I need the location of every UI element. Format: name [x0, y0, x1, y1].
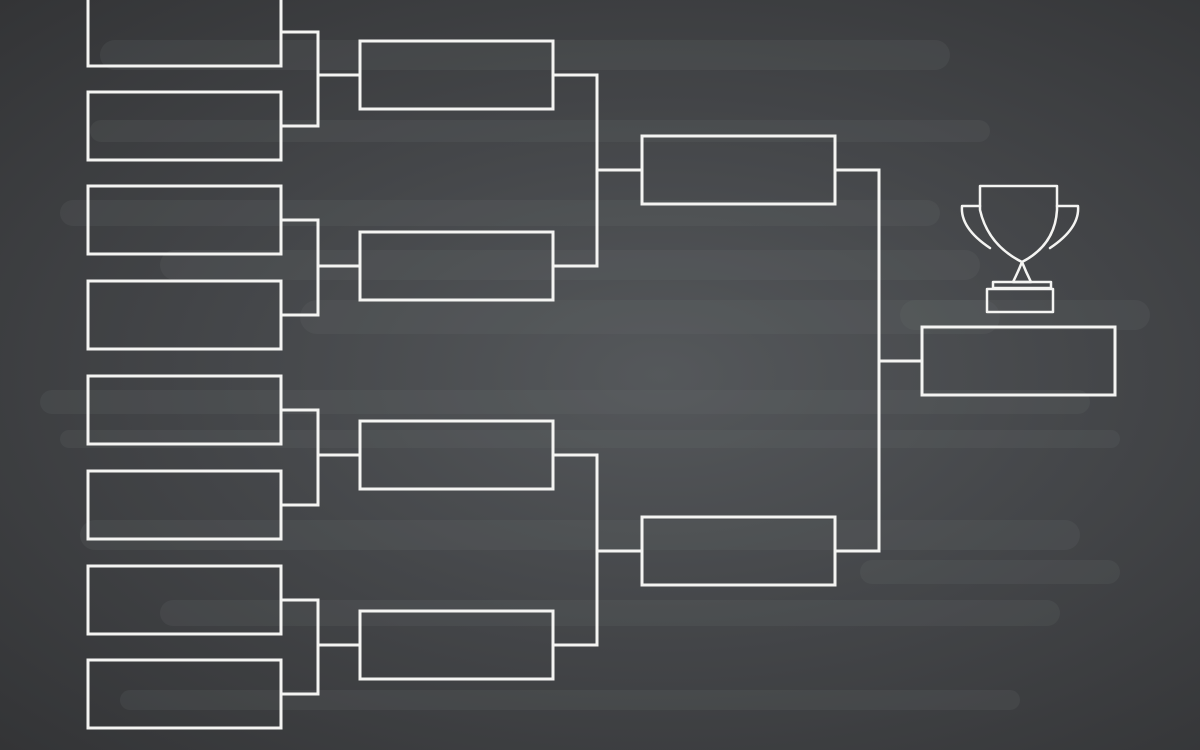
chalk-smudge: [160, 600, 1060, 626]
bracket-connector: [835, 168, 922, 553]
bracket-connector: [281, 30, 360, 128]
chalk-smudge: [900, 300, 1150, 330]
bracket-connector: [281, 218, 360, 317]
chalk-smudge: [860, 560, 1120, 584]
chalk-smudge: [80, 520, 1080, 550]
bracket-connector: [281, 598, 360, 696]
chalk-smudge: [40, 390, 1090, 414]
bracket-connector: [281, 408, 360, 507]
chalk-smudge: [120, 690, 1020, 710]
bracket-connector: [553, 453, 642, 647]
bracket-connector: [553, 73, 642, 268]
chalk-smudge: [300, 300, 1000, 334]
chalk-smudge: [100, 40, 950, 70]
chalk-smudge: [60, 430, 1120, 448]
